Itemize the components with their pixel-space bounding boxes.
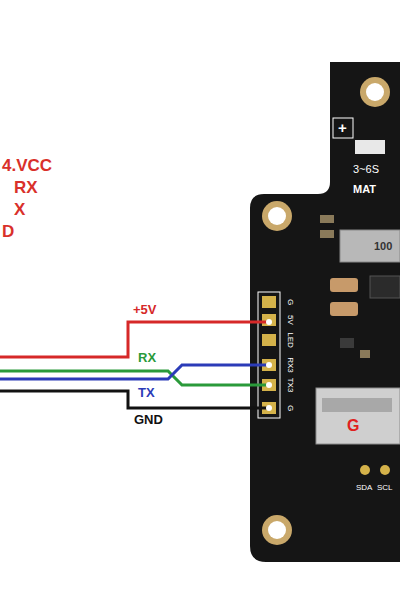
wire-label: +5V xyxy=(133,303,157,316)
smd-part xyxy=(340,338,354,348)
wire-label: TX xyxy=(138,386,155,399)
solder-point xyxy=(266,362,272,368)
pin-name: LED xyxy=(286,332,294,348)
solder-point xyxy=(266,382,272,388)
pin-name: RX3 xyxy=(286,357,294,373)
switch xyxy=(355,140,385,154)
pad xyxy=(262,296,276,308)
part-marking: 100 xyxy=(374,241,392,252)
sd-slot xyxy=(316,388,400,444)
mount-hole xyxy=(360,77,390,107)
wire-label: GND xyxy=(134,413,163,426)
smd-part xyxy=(320,230,334,238)
wire-5v xyxy=(0,322,269,357)
smd-part xyxy=(320,215,334,223)
smd-part xyxy=(330,278,358,292)
pad xyxy=(380,465,390,475)
sd-slot xyxy=(322,398,392,412)
silkscreen-text: G xyxy=(347,418,359,434)
pin-name: TX3 xyxy=(286,378,294,393)
smd-part xyxy=(330,302,358,316)
mount-hole xyxy=(262,201,292,231)
pin-name: SCL xyxy=(377,484,393,492)
polarity-mark: + xyxy=(338,120,347,135)
pin-name: G xyxy=(286,299,294,305)
pin-legend: D xyxy=(2,223,14,240)
wire-label: RX xyxy=(138,351,156,364)
silkscreen-box xyxy=(333,118,353,138)
chip xyxy=(370,276,400,298)
inductor xyxy=(340,230,400,262)
mount-hole xyxy=(262,515,292,545)
pcb xyxy=(250,62,400,562)
wire-gnd xyxy=(0,391,269,408)
pin-legend: 4.VCC xyxy=(2,157,52,174)
header-outline xyxy=(258,292,280,418)
pin-name: 5V xyxy=(286,315,294,325)
pad xyxy=(360,465,370,475)
smd-part xyxy=(360,350,370,358)
mount-hole xyxy=(268,521,286,539)
pin-legend: X xyxy=(14,201,25,218)
pin-legend: RX xyxy=(14,179,38,196)
pin-name: G xyxy=(286,405,294,411)
wire-tx xyxy=(0,365,269,379)
pin-name: SDA xyxy=(356,484,372,492)
pad xyxy=(262,334,276,346)
pad xyxy=(262,314,276,326)
mount-hole xyxy=(366,83,384,101)
solder-point xyxy=(266,319,272,325)
mount-hole xyxy=(268,207,286,225)
brand-text: MAT xyxy=(353,184,376,195)
solder-point xyxy=(266,405,272,411)
silkscreen-text: 3~6S xyxy=(353,164,379,175)
